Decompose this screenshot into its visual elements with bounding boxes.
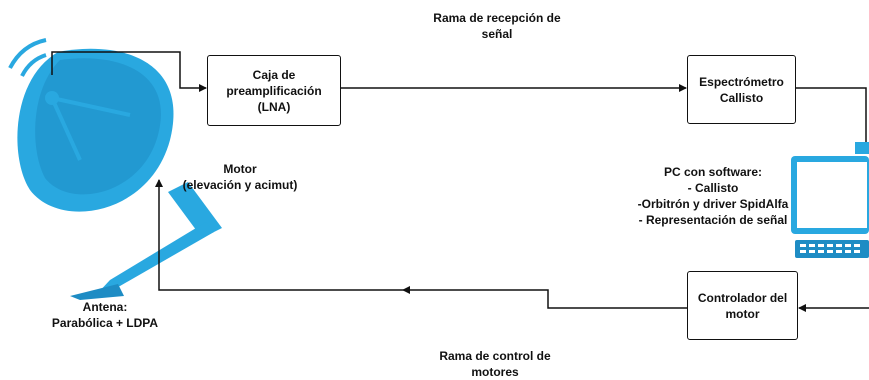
- preamp-box-label: Caja de preamplificación (LNA): [226, 67, 322, 114]
- pc-label-item: - Representación de señal: [638, 213, 788, 227]
- reception-branch-label: Rama de recepción de señal: [433, 11, 561, 41]
- motor-control-branch-label: Rama de control de motores: [439, 349, 551, 379]
- pc-label-item: -Orbitrón y driver SpidAlfa: [637, 197, 789, 211]
- spectrometer-box-label: Espectrómetro Callisto: [699, 74, 784, 105]
- motor-label-title: Motor: [223, 162, 257, 176]
- desktop-computer-icon: [791, 142, 869, 258]
- antenna-to-preamp-line: [51, 51, 207, 92]
- spectrometer-to-pc-line: [796, 87, 869, 151]
- antenna-label: Antena: Parabólica + LDPA: [30, 299, 180, 331]
- antenna-label-line1: Antena:: [82, 300, 128, 314]
- pc-label: PC con software: - Callisto -Orbitrón y …: [628, 164, 798, 228]
- motor-controller-box: Controlador del motor: [687, 271, 798, 340]
- antenna-label-line2: Parabólica + LDPA: [51, 316, 159, 330]
- motor-controller-box-label: Controlador del motor: [697, 290, 788, 321]
- pc-label-title: PC con software:: [663, 165, 762, 179]
- motor-label: Motor (elevación y acimut): [170, 161, 310, 193]
- controller-to-motor-line: [155, 179, 687, 309]
- spectrometer-box: Espectrómetro Callisto: [687, 55, 796, 124]
- preamp-box: Caja de preamplificación (LNA): [207, 55, 341, 126]
- motor-label-detail: (elevación y acimut): [182, 178, 298, 192]
- satellite-dish-icon: [8, 38, 222, 300]
- bottom-line-arrowhead: [402, 286, 410, 294]
- pc-label-item: - Callisto: [687, 181, 739, 195]
